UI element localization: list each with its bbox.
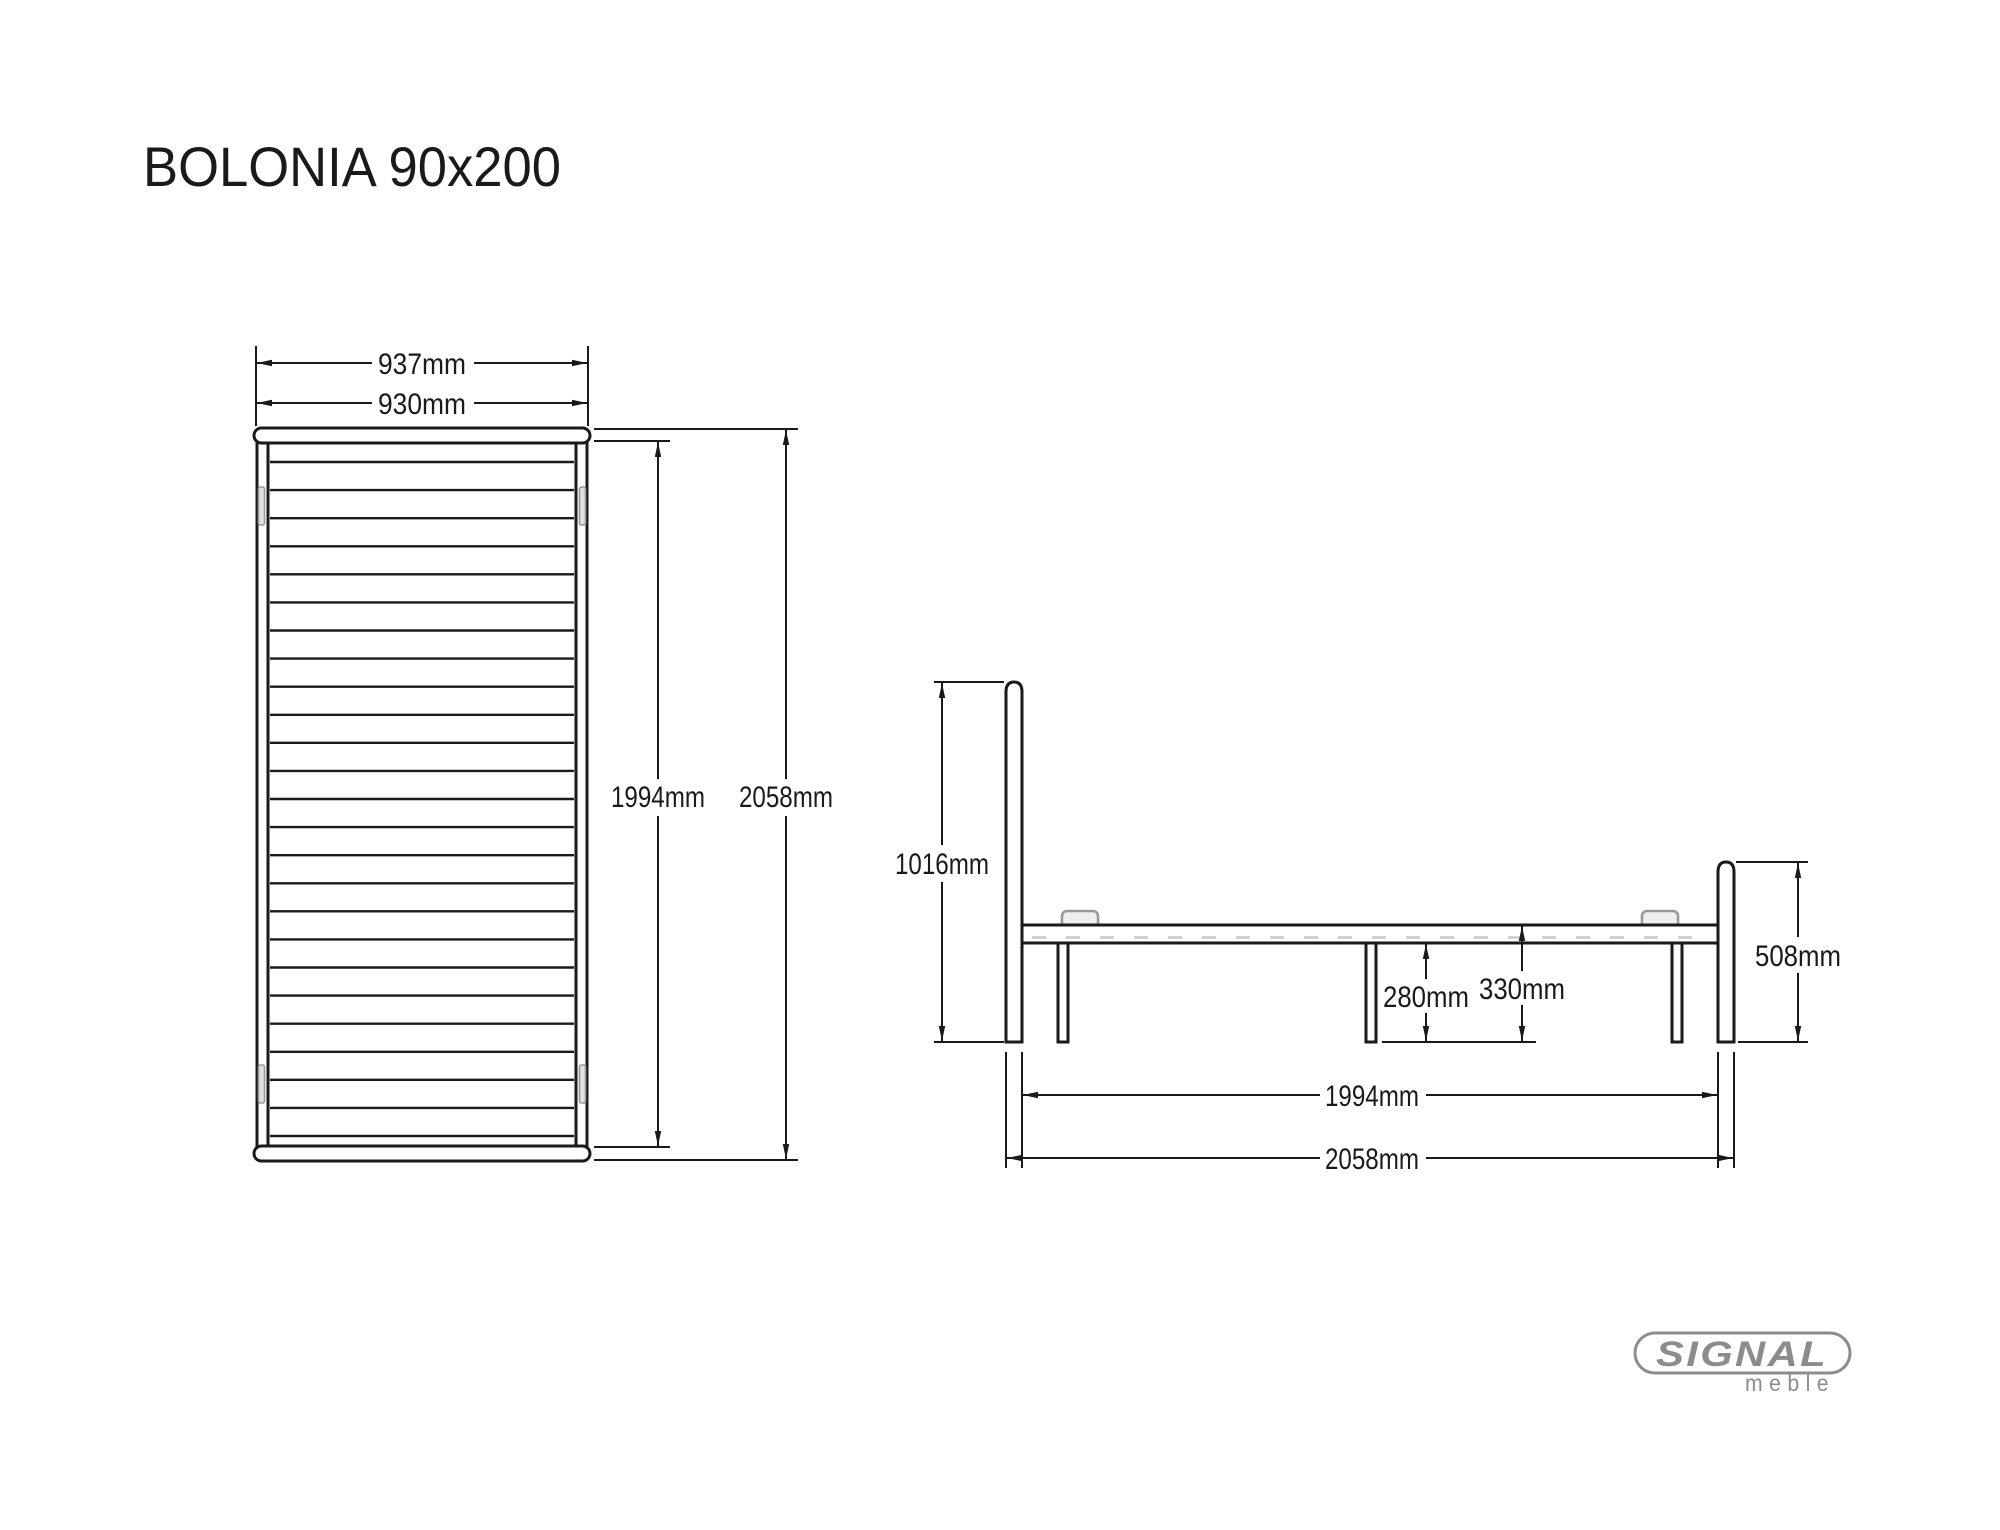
brand-logo: SIGNAL meble [1633, 1331, 1852, 1396]
plan-bracket-top-left [257, 486, 266, 526]
label-mask [1752, 937, 1844, 973]
label-mask [734, 779, 838, 816]
dim-label-footboard-height: 508mm [1755, 940, 1841, 973]
side-leg-left [1056, 941, 1070, 1044]
dim-label-rail-bottom: 280mm [1383, 981, 1469, 1014]
side-leg-middle [1364, 941, 1378, 1044]
top-view: 937mm 930mm 1994mm 2058mm [252, 346, 838, 1163]
page-title: BOLONIA 90x200 [143, 135, 561, 198]
label-mask [1380, 979, 1472, 1013]
dim-label-width-outer: 937mm [378, 348, 466, 381]
dim-label-headboard-height: 1016mm [895, 848, 989, 881]
plan-headboard-bar [252, 426, 592, 445]
label-mask [1320, 1141, 1426, 1175]
plan-right-rail [574, 439, 589, 1150]
label-mask [1476, 971, 1568, 1005]
dim-label-side-length-inner: 1994mm [1325, 1080, 1419, 1113]
plan-bracket-top-right [578, 486, 587, 526]
dim-label-length-outer: 2058mm [739, 781, 833, 814]
logo-outline [1633, 1331, 1852, 1375]
side-rail [1020, 923, 1720, 945]
dim-label-rail-top: 330mm [1479, 973, 1565, 1006]
plan-footboard-bar [252, 1144, 592, 1163]
plan-bracket-bottom-left [257, 1064, 266, 1104]
logo-brand-text: SIGNAL [1656, 1335, 1828, 1374]
side-footboard [1716, 860, 1736, 1044]
side-headboard [1004, 680, 1024, 1044]
label-mask [372, 388, 474, 419]
logo-subtitle-text: meble [1745, 1370, 1835, 1396]
plan-left-rail [255, 439, 270, 1150]
label-mask [606, 779, 710, 816]
label-mask [1320, 1078, 1426, 1112]
slat-lines [270, 460, 574, 1138]
plan-bracket-bottom-right [578, 1064, 587, 1104]
label-mask [372, 348, 474, 379]
dim-label-width-inner: 930mm [378, 388, 466, 421]
side-leg-right [1670, 941, 1684, 1044]
dim-label-side-length-outer: 2058mm [1325, 1143, 1419, 1176]
side-view: 1016mm 508mm 280mm 330mm 1994mm 2058mm [890, 680, 1844, 1176]
dim-label-length-slats: 1994mm [611, 781, 705, 814]
label-mask [890, 845, 994, 882]
